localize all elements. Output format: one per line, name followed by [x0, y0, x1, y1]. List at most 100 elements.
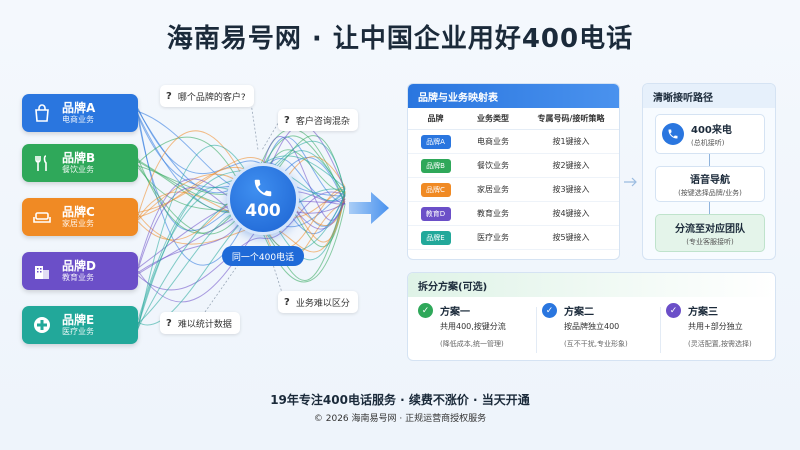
question-bubble-1: ? 哪个品牌的客户?: [160, 85, 254, 107]
plan-name: 方案二: [564, 307, 594, 318]
plan-desc: 按品牌独立400: [564, 322, 620, 331]
hub-label: 同一个400电话: [222, 246, 304, 266]
medical-cross-icon: [30, 313, 54, 337]
tangle-line: [137, 136, 346, 273]
question-mark-icon: ?: [166, 90, 172, 102]
brand-tag: 品牌B: [420, 158, 451, 173]
arrow-right-icon: [349, 192, 389, 224]
shopping-bag-icon: [30, 101, 54, 125]
route-strategy: 按2键接入: [552, 161, 590, 170]
step-title: 语音导航: [690, 174, 730, 186]
divider: [536, 307, 537, 353]
check-icon: ✓: [666, 303, 681, 318]
question-mark-icon: ?: [284, 114, 290, 126]
brand-tag: 品牌E: [420, 230, 451, 245]
route-step-team: 分流至对应团队 (专业客服接听): [655, 214, 765, 252]
connector-line: [709, 154, 710, 166]
header-type: 业务类型: [477, 114, 509, 123]
fork-knife-icon: [30, 151, 54, 175]
plan-one: ✓方案一 共用400,按键分流 (降低成本,统一管理): [418, 303, 538, 358]
header-brand: 品牌: [427, 114, 444, 123]
tangle-line: [137, 128, 346, 205]
plan-name: 方案一: [440, 307, 470, 318]
route-step-incoming: 400来电 (总机接听): [655, 114, 765, 154]
arrow-right-icon: [624, 177, 637, 187]
plan-note: (互不干扰,专业形象): [564, 340, 628, 348]
tangle-line: [137, 191, 346, 291]
divider: [660, 307, 661, 353]
table-header: 品牌 业务类型 专属号码/接听策略: [408, 108, 619, 130]
business-type: 家居业务: [477, 185, 509, 194]
brand-tag: 品牌A: [420, 134, 451, 149]
question-text: 客户咨询混杂: [295, 116, 350, 127]
routing-panel: 清晰接听路径 400来电 (总机接听) 语音导航 (按键选择品牌/业务) 分流至…: [642, 83, 776, 260]
route-strategy: 按1键接入: [552, 137, 590, 146]
phone-icon: [254, 179, 272, 197]
route-step-ivr: 语音导航 (按键选择品牌/业务): [655, 166, 765, 202]
route-strategy: 按4键接入: [552, 209, 590, 218]
brand-name: 品牌B: [62, 150, 96, 165]
question-text: 难以统计数据: [177, 319, 232, 330]
brand-name: 品牌D: [62, 258, 96, 273]
hub-400: 400: [227, 163, 299, 235]
connector-line: [709, 202, 710, 214]
question-mark-icon: ?: [284, 296, 290, 308]
step-sub: (专业客服接听): [686, 237, 734, 246]
bubble-connector: [204, 261, 241, 313]
route-strategy: 按5键接入: [552, 233, 590, 242]
table-row: 品牌C 家居业务 按3键接入: [408, 178, 619, 202]
check-icon: ✓: [542, 303, 557, 318]
mapping-table: 品牌 业务类型 专属号码/接听策略 品牌A 电商业务 按1键接入品牌B 餐饮业务 按2键…: [408, 108, 619, 250]
plan-desc: 共用400,按键分流: [440, 322, 506, 331]
plan-two: ✓ 方案二 按品牌独立400 (互不干扰,专业形象): [542, 303, 662, 358]
brand-tag: 品牌C: [420, 182, 451, 197]
tangle-line: [137, 108, 346, 197]
header-route: 专属号码/接听策略: [537, 114, 605, 123]
brand-name: 品牌E: [62, 312, 95, 327]
business-type: 餐饮业务: [477, 161, 509, 170]
step-sub: (总机接听): [691, 138, 725, 147]
business-type: 医疗业务: [477, 233, 509, 242]
business-type: 电商业务: [477, 137, 509, 146]
question-text: 业务难以区分: [295, 298, 350, 309]
table-row: 教育D 教育业务 按4键接入: [408, 202, 619, 226]
brand-desc: 家居业务: [62, 219, 94, 229]
brand-desc: 电商业务: [62, 115, 94, 125]
plan-three: ✓方案三 共用+部分独立 (灵活配置,按需选择): [666, 303, 775, 358]
brand-desc: 医疗业务: [62, 327, 94, 337]
step-title: 400来电: [691, 124, 732, 136]
brand-desc: 餐饮业务: [62, 165, 94, 175]
building-icon: [30, 259, 54, 283]
mapping-table-title: 品牌与业务映射表: [408, 84, 619, 108]
question-bubble-2: ? 客户咨询混杂: [278, 109, 358, 131]
page-title: 海南易号网 · 让中国企业用好400电话: [166, 24, 634, 54]
route-strategy: 按3键接入: [552, 185, 590, 194]
table-row: 品牌B 餐饮业务 按2键接入: [408, 154, 619, 178]
split-plan-title: 拆分方案(可选): [408, 273, 775, 297]
question-text: 哪个品牌的客户?: [177, 92, 246, 103]
bubble-connector: [261, 119, 281, 151]
brand-tag: 教育D: [420, 206, 451, 221]
question-bubble-4: ? 难以统计数据: [160, 312, 240, 334]
hub-number: 400: [245, 201, 281, 221]
table-row: 品牌E 医疗业务 按5键接入: [408, 226, 619, 250]
plan-note: (灵活配置,按需选择): [688, 340, 752, 348]
brand-name: 品牌C: [62, 204, 95, 219]
plan-name: 方案三: [688, 307, 718, 318]
step-sub: (按键选择品牌/业务): [678, 188, 742, 197]
phone-icon: [662, 123, 684, 145]
brand-desc: 教育业务: [62, 273, 94, 283]
step-title: 分流至对应团队: [675, 223, 745, 235]
routing-title: 清晰接听路径: [643, 84, 775, 108]
business-type: 教育业务: [477, 209, 509, 218]
footer-copyright: © 2026 海南易号网 · 正规运营商授权服务: [313, 414, 487, 424]
question-bubble-3: ? 业务难以区分: [278, 291, 358, 313]
table-row: 品牌A 电商业务 按1键接入: [408, 130, 619, 154]
sofa-icon: [30, 205, 54, 229]
